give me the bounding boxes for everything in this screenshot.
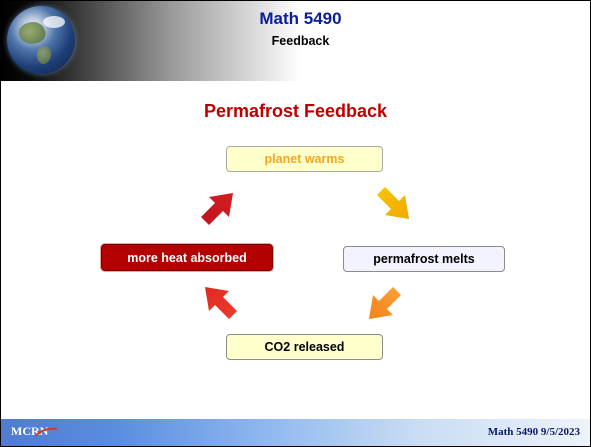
footer-bar: MCRN Math 5490 9/5/2023 <box>1 419 590 446</box>
mcrn-logo: MCRN <box>7 424 59 441</box>
node-more-heat-absorbed: more heat absorbed <box>101 244 273 271</box>
node-co2-released: CO2 released <box>226 334 383 360</box>
node-permafrost-melts: permafrost melts <box>343 246 505 272</box>
slide-subtitle: Feedback <box>271 34 330 48</box>
arrow-melts-to-co2 <box>363 283 405 325</box>
arrow-co2-to-heat <box>199 281 241 323</box>
arrow-heat-to-warms <box>197 187 239 229</box>
earth-globe-icon <box>7 6 75 74</box>
slide-title: Math 5490 <box>259 9 342 28</box>
footer-course-date: Math 5490 9/5/2023 <box>487 426 580 438</box>
diagram-heading: Permafrost Feedback <box>203 101 388 121</box>
logo-swoosh-icon <box>35 427 57 437</box>
node-planet-warms: planet warms <box>226 146 383 172</box>
arrow-warms-to-melts <box>373 183 415 225</box>
header-bar <box>1 1 590 81</box>
